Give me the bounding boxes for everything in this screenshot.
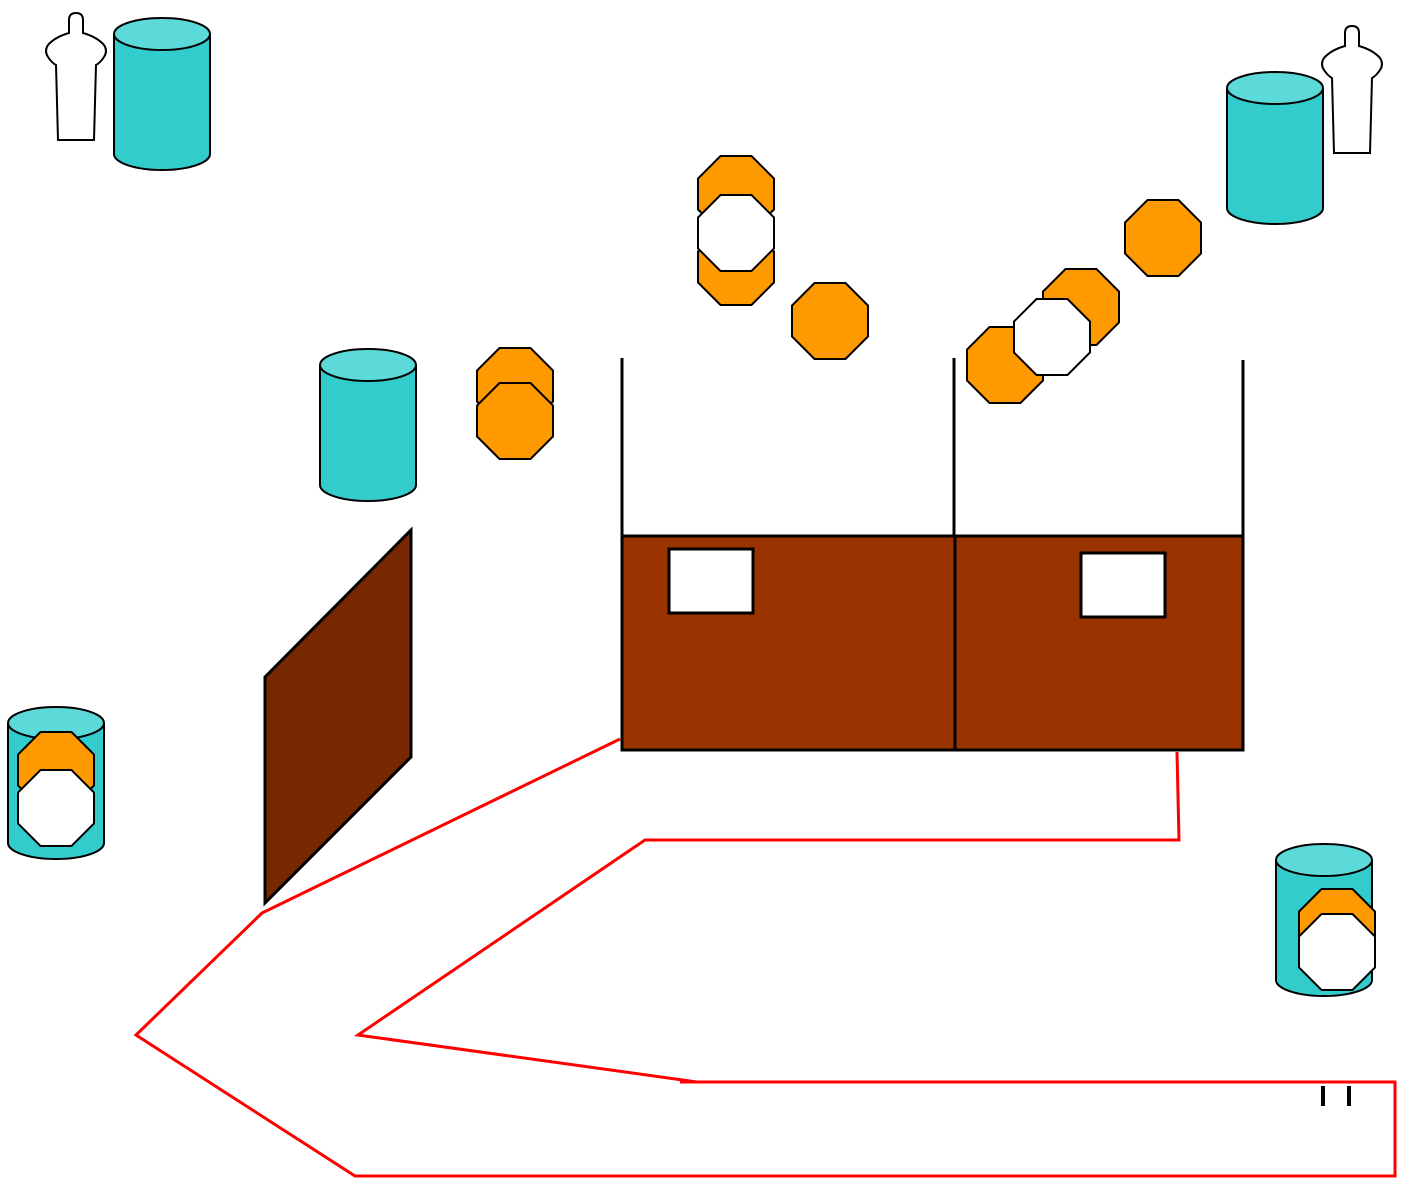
no-shoot-top <box>697 194 775 272</box>
fault-line-inner <box>353 751 1181 1084</box>
no-shoot-right-barrel <box>1298 913 1376 991</box>
shooter-figure-right <box>1321 25 1383 154</box>
barrel-center <box>319 348 417 502</box>
steel-target-top-right <box>791 282 869 360</box>
no-shoot-right <box>1013 298 1091 376</box>
wall-port-left <box>667 547 755 615</box>
fault-line-outer <box>133 737 1397 1178</box>
wall-port-right <box>1079 551 1167 619</box>
fault-lines <box>133 737 1397 1178</box>
angled-wall <box>263 526 413 907</box>
steel-target-center-bottom <box>476 382 554 460</box>
steel-target-far-right <box>1124 199 1202 277</box>
shooter-figure-left <box>45 12 107 141</box>
barrel-top-left <box>113 17 211 171</box>
no-shoot-left-barrel <box>17 769 95 847</box>
barrel-top-right <box>1226 71 1324 225</box>
